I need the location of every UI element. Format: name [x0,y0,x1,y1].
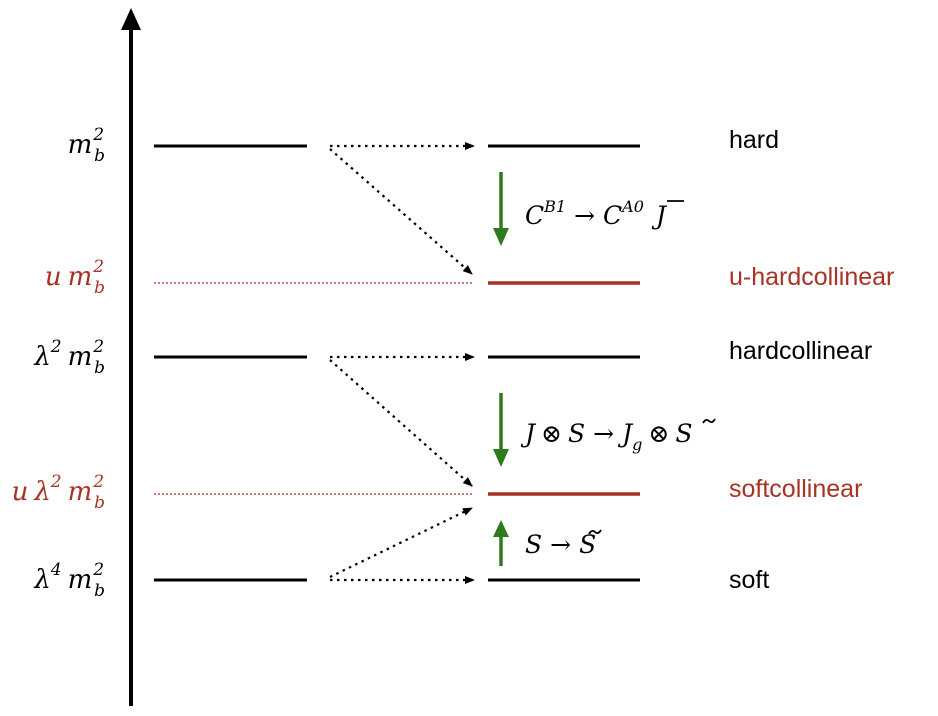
map-soft-to-softcollinear [329,507,473,578]
tilde-step2 [702,418,716,424]
axis-arrowhead [121,8,141,30]
level-name-hardcollinear: hardcollinear [729,337,872,365]
annotation-step3: S→S [525,530,596,559]
level-name-softcollinear: softcollinear [729,475,862,503]
green-arrow-step2 [493,393,509,467]
level-name-soft: soft [729,566,769,594]
map-hardcollinear-to-softcollinear [329,359,473,487]
level-name-u-hardcollinear: u-hardcollinear [729,263,894,291]
scale-axis [121,8,141,706]
tilde-step3 [588,529,602,535]
green-arrow-step3 [493,520,509,566]
mapping-arrows [329,142,475,584]
map-hard-to-u-hardcollinear [329,148,473,275]
green-arrow-step1 [493,172,509,246]
annotation-step2: J⊗S→Jg⊗S [520,419,692,454]
level-name-hard: hard [729,126,779,154]
